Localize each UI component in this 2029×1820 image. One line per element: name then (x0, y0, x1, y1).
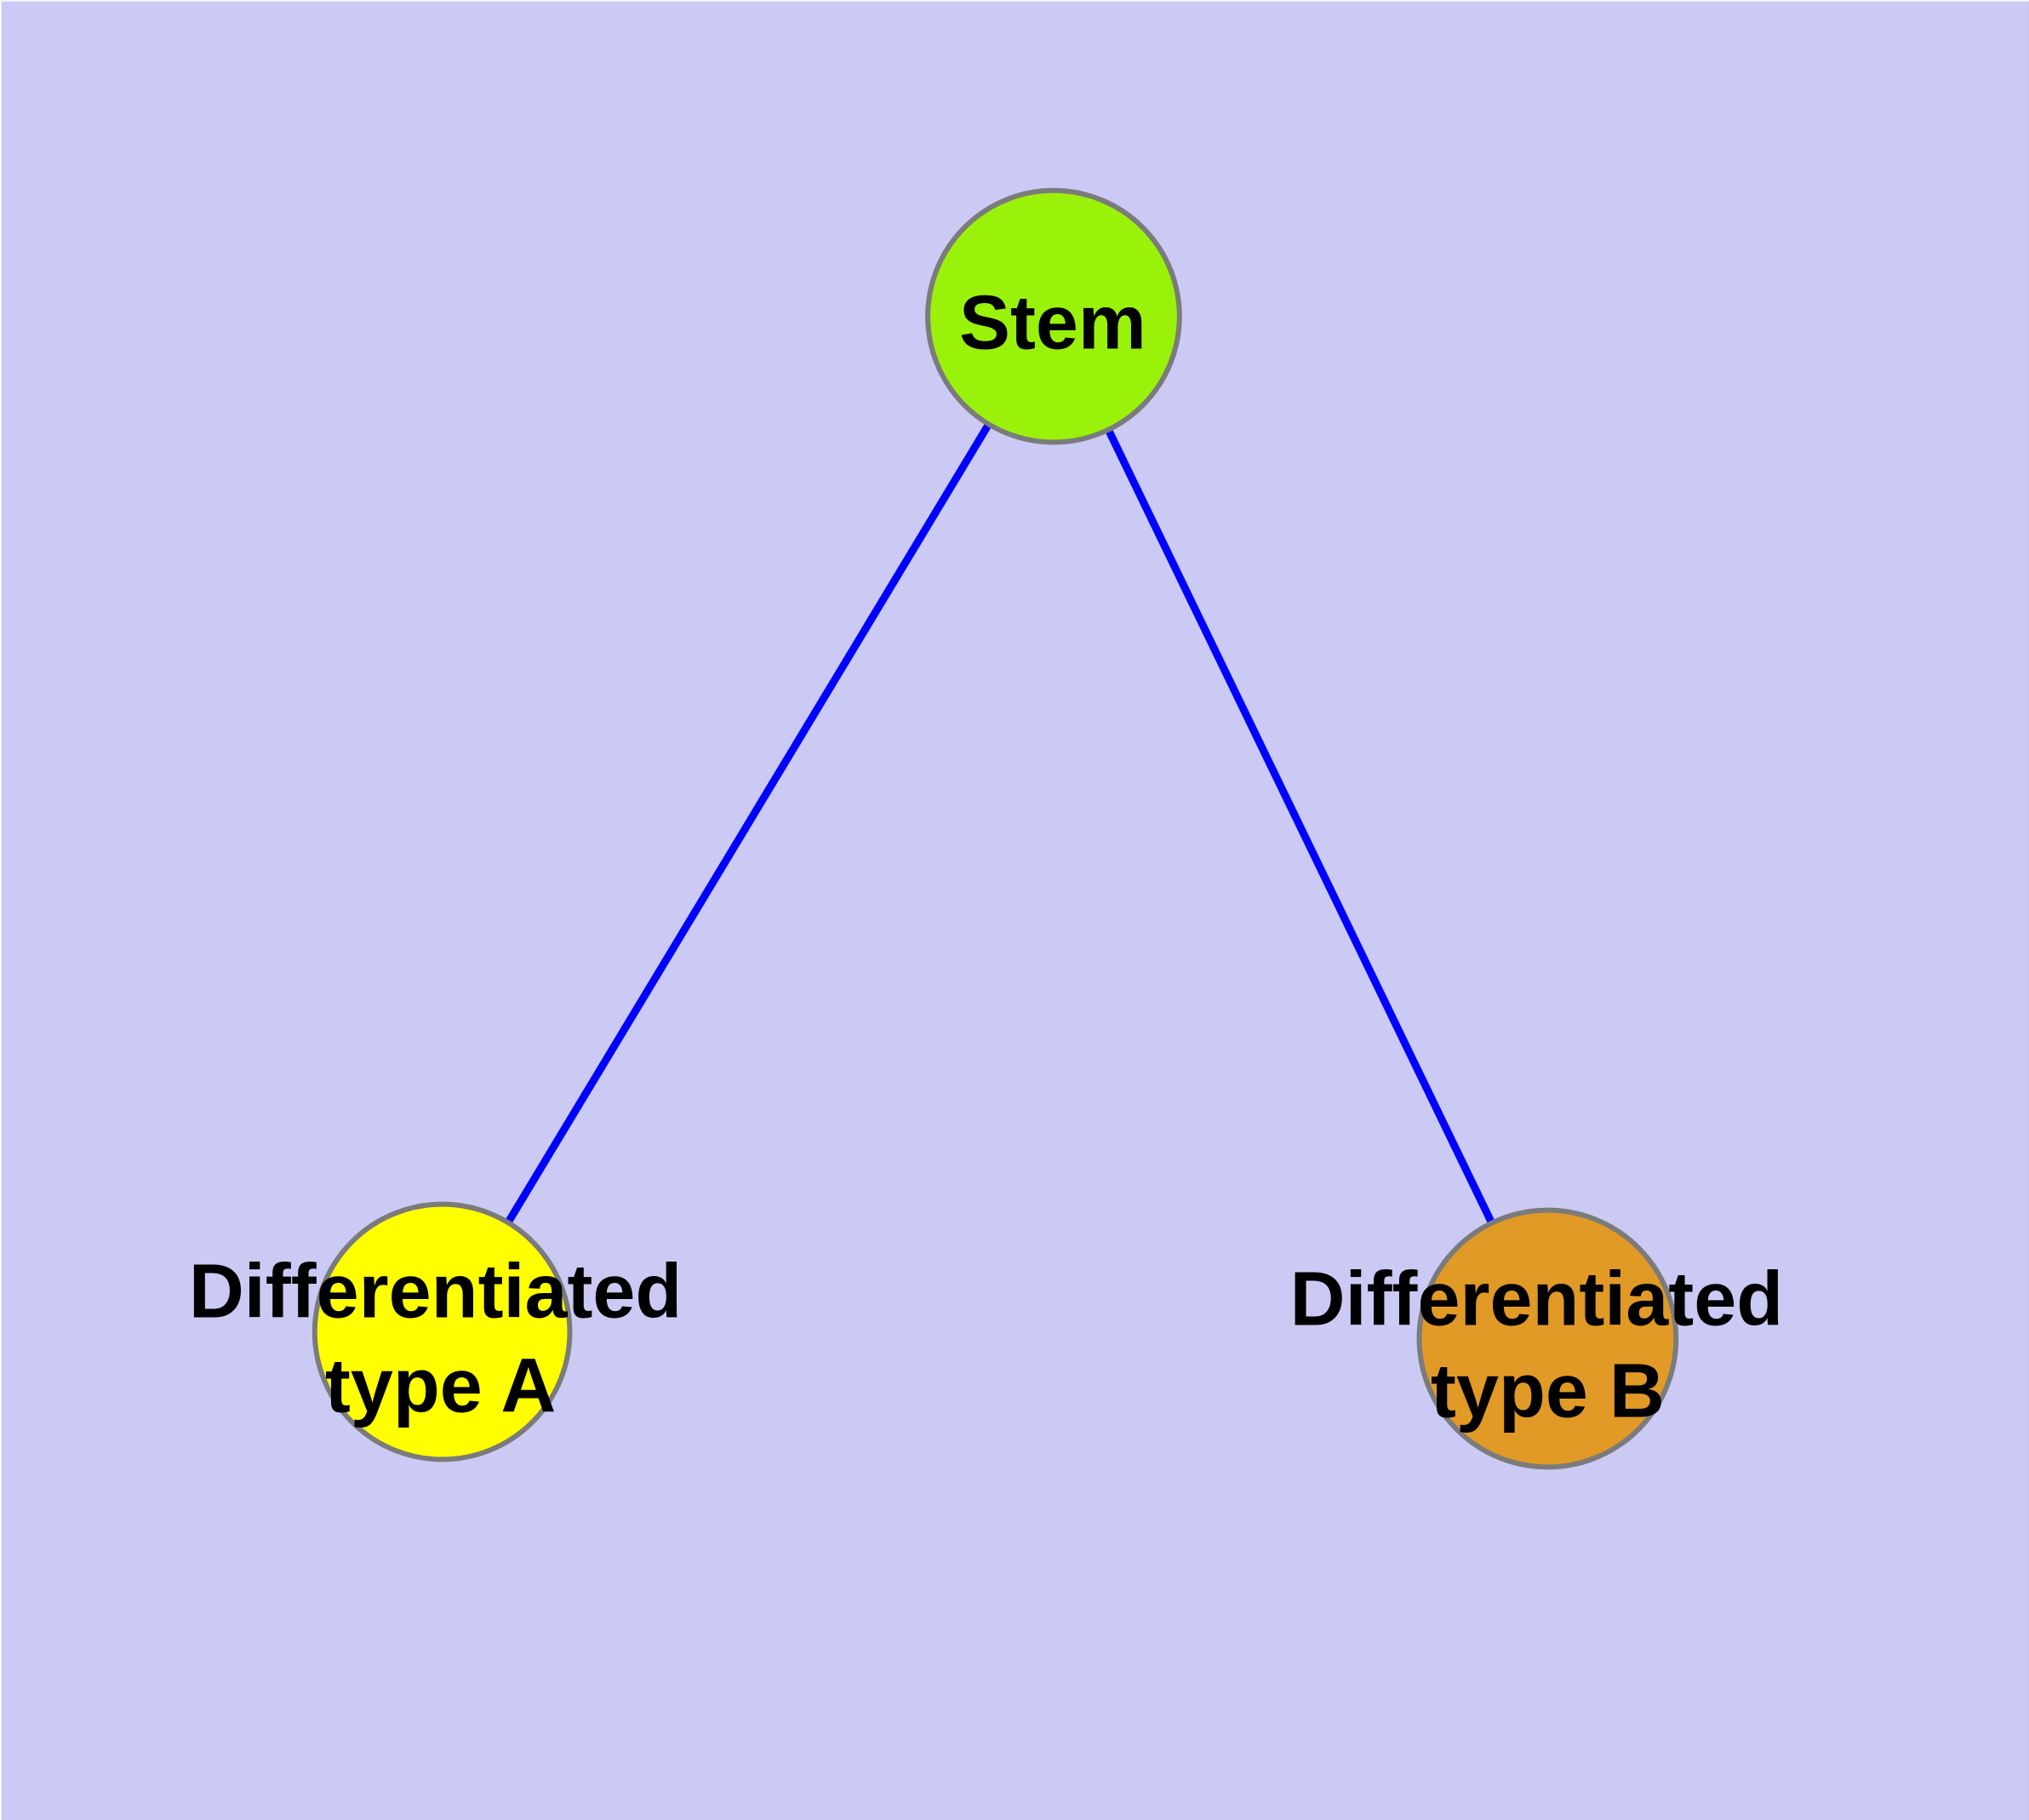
node-stem-label: Stem (959, 281, 1146, 366)
node-type-b-label-line2: type B (1431, 1348, 1665, 1434)
node-type-b-label-line1: Differentiated (1290, 1257, 1783, 1342)
edge-stem-to-type-b (1049, 314, 1552, 1341)
edge-stem-to-type-a (438, 314, 1057, 1334)
node-differentiated-type-a (311, 1201, 573, 1462)
node-type-a-label-line1: Differentiated (189, 1250, 682, 1335)
node-type-a-label-line2: type A (325, 1343, 556, 1428)
node-differentiated-type-b (1416, 1207, 1679, 1470)
node-stem (925, 187, 1182, 445)
